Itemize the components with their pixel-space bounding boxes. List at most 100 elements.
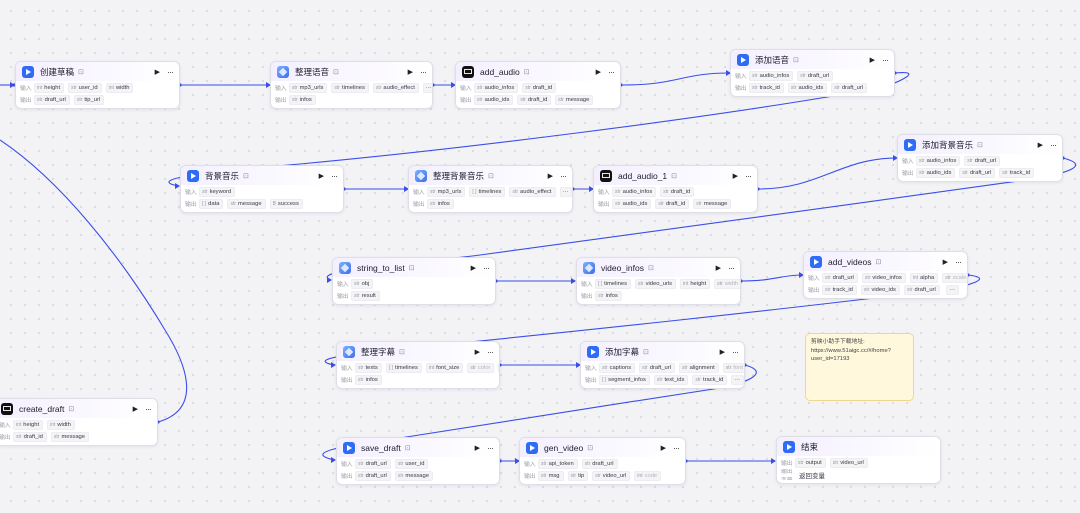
- param-type: str: [76, 96, 83, 103]
- param-name: audio_ids: [926, 169, 952, 176]
- param-type: str: [37, 96, 43, 103]
- param-type: str: [470, 364, 476, 371]
- more-options-button[interactable]: ···: [167, 66, 174, 77]
- param-name: audio_ids: [798, 84, 824, 91]
- param-name: height: [690, 280, 707, 287]
- run-button[interactable]: ▶: [470, 264, 476, 272]
- node-header: 结束: [777, 437, 940, 456]
- run-button[interactable]: ▶: [318, 172, 324, 180]
- param-type: str: [292, 84, 298, 91]
- run-button[interactable]: ▶: [660, 444, 666, 452]
- more-options-button[interactable]: ···: [1050, 139, 1057, 150]
- param-type: str: [642, 364, 648, 371]
- param-type: str: [358, 364, 364, 371]
- param-name: infos: [365, 376, 378, 383]
- param-type: str: [945, 274, 951, 281]
- run-button[interactable]: ▶: [732, 172, 738, 180]
- run-button[interactable]: ▶: [474, 348, 480, 356]
- more-params-button[interactable]: ···: [422, 82, 432, 93]
- film-icon: [600, 169, 612, 182]
- more-options-button[interactable]: ···: [483, 262, 490, 273]
- node-title: add_audio_1: [618, 170, 668, 181]
- more-options-button[interactable]: ···: [882, 54, 889, 65]
- run-button[interactable]: ▶: [154, 68, 160, 76]
- param-type: str: [906, 286, 913, 293]
- more-options-button[interactable]: ···: [955, 256, 962, 267]
- more-options-button[interactable]: ···: [745, 170, 752, 181]
- more-params-button[interactable]: ···: [946, 284, 959, 295]
- param-type: str: [292, 96, 298, 103]
- run-button[interactable]: ▶: [869, 56, 875, 64]
- run-button[interactable]: ▶: [474, 444, 480, 452]
- more-options-button[interactable]: ···: [728, 262, 735, 273]
- in-label: 输入: [341, 366, 353, 372]
- param-name: track_id: [702, 376, 724, 383]
- more-options-button[interactable]: ···: [560, 170, 567, 181]
- more-params-button[interactable]: ···: [559, 186, 572, 197]
- run-button[interactable]: ▶: [719, 348, 725, 356]
- out-label: 输出: [781, 461, 793, 467]
- more-options-button[interactable]: ···: [487, 442, 494, 453]
- more-options-button[interactable]: ···: [487, 346, 494, 357]
- more-params-button[interactable]: ···: [731, 374, 744, 385]
- out-label: 输出: [581, 294, 593, 300]
- param-name: user_id: [405, 460, 425, 467]
- run-button[interactable]: ▶: [595, 68, 601, 76]
- param-type: [ ]: [202, 200, 207, 207]
- param-type: str: [615, 200, 621, 207]
- param-type: int: [37, 84, 43, 91]
- param-name: alpha: [920, 274, 935, 281]
- more-options-button[interactable]: ···: [145, 403, 152, 414]
- run-button[interactable]: ▶: [715, 264, 721, 272]
- more-options-button[interactable]: ···: [732, 346, 739, 357]
- version-badge-icon: ⊡: [399, 348, 405, 356]
- run-button[interactable]: ▶: [547, 172, 553, 180]
- more-options-button[interactable]: ···: [673, 442, 680, 453]
- param-type: [ ]: [602, 376, 607, 383]
- more-options-button[interactable]: ···: [420, 66, 427, 77]
- out-label: 输出: [524, 474, 536, 480]
- run-button[interactable]: ▶: [942, 258, 948, 266]
- param-type: str: [595, 472, 601, 479]
- run-button[interactable]: ▶: [132, 405, 138, 413]
- more-options-button[interactable]: ···: [331, 170, 338, 181]
- param-type: str: [602, 364, 608, 371]
- param-type: str: [334, 84, 340, 91]
- sticky-note[interactable]: 剪映小助手下载地址: https://www.51aigc.cc/#/home?…: [805, 333, 914, 401]
- more-params-button[interactable]: ···: [498, 362, 499, 373]
- param-type: str: [663, 188, 669, 195]
- param-name: draft_url: [44, 96, 66, 103]
- run-button[interactable]: ▶: [1037, 141, 1043, 149]
- node-title: 整理语音: [295, 66, 330, 77]
- param-name: mp3_urls: [437, 188, 462, 195]
- more-options-button[interactable]: ···: [608, 66, 615, 77]
- run-button[interactable]: ▶: [407, 68, 413, 76]
